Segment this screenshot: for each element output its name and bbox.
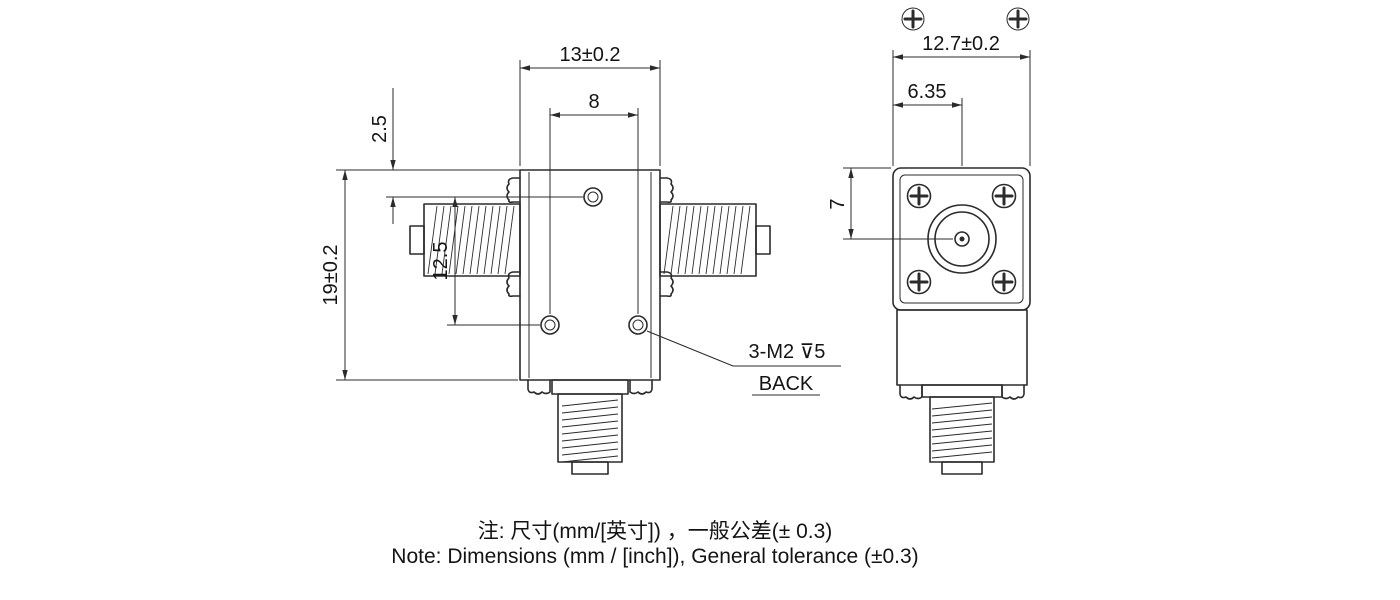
thread-hatching — [561, 399, 619, 463]
dim-label-hole-spacing: 8 — [588, 91, 599, 113]
dim-body-width-13: 13±0.2 — [519, 44, 661, 166]
body-tab-bottom-left — [899, 384, 923, 400]
flange-screw-bottom-left — [906, 269, 932, 295]
sma-connector-right — [659, 203, 771, 277]
sma-connector-bottom-end — [921, 384, 1003, 475]
thread-hatching — [427, 205, 515, 275]
face-label: BACK — [759, 373, 814, 395]
dim-label-flange-width: 12.7±0.2 — [922, 33, 1000, 55]
thread-callout: 3-M2 ⊽5 BACK — [646, 330, 841, 396]
dim-label-body-width: 13±0.2 — [559, 44, 620, 66]
end-view — [892, 7, 1031, 475]
body-tab-bottom-right — [1001, 384, 1025, 400]
drawing-notes: 注: 尺寸(mm/[英寸]) ，一般公差(± 0.3) Note: Dimens… — [391, 520, 918, 568]
dim-body-height-19: 19±0.2 — [320, 170, 518, 381]
dim-flange-width-12p7: 12.7±0.2 — [892, 33, 1031, 166]
dim-label-center-offset-y: 7 — [827, 198, 849, 209]
top-screw-left — [901, 7, 925, 31]
note-line-cn: 注: 尺寸(mm/[英寸]) ，一般公差(± 0.3) — [478, 520, 833, 543]
dim-center-offset-7: 7 — [827, 167, 953, 240]
dim-hole-top-offset-2p5: 2.5 — [336, 88, 583, 224]
sma-connector-bottom — [551, 379, 629, 475]
flange-screw-bottom-right — [991, 269, 1017, 295]
thread-hatching — [663, 205, 751, 275]
dim-center-offset-6p35: 6.35 — [893, 81, 963, 166]
device-body-end — [896, 309, 1028, 386]
flange-screw-top-left — [906, 183, 932, 209]
flange-screw-top-right — [991, 183, 1017, 209]
sma-connector-left — [409, 203, 521, 277]
top-screw-right — [1006, 7, 1030, 31]
tapped-hole-bottom-right — [628, 315, 648, 335]
side-view — [409, 169, 771, 475]
tapped-hole-top — [583, 187, 603, 207]
center-pin — [959, 236, 965, 242]
body-tabs-right — [629, 177, 674, 395]
dim-hole-vertical-span-12p5: 12.5 — [430, 197, 540, 326]
dim-label-body-height: 19±0.2 — [320, 244, 342, 305]
thread-hatching — [931, 402, 993, 459]
note-line-en: Note: Dimensions (mm / [inch]), General … — [391, 545, 918, 568]
body-tabs-left — [506, 177, 551, 395]
dim-label-hole-vertical-span: 12.5 — [430, 242, 452, 281]
dim-label-center-offset-x: 6.35 — [908, 81, 947, 103]
tapped-hole-bottom-left — [540, 315, 560, 335]
thread-spec-label: 3-M2 ⊽5 — [749, 341, 826, 363]
dim-hole-spacing-8: 8 — [549, 91, 639, 314]
dim-label-hole-top-offset: 2.5 — [369, 115, 391, 143]
